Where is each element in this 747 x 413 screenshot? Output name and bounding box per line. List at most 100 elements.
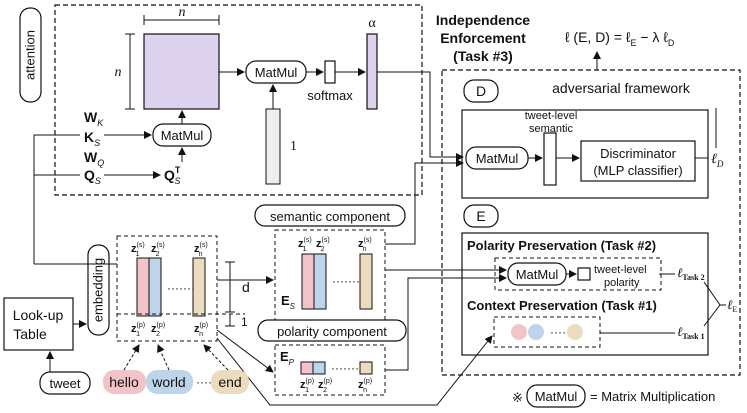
attention-label: attention: [22, 30, 37, 80]
semantic-zn: z(s)n: [358, 237, 372, 253]
tweet-label: tweet: [49, 376, 80, 391]
polarity-to-polarity-line: [385, 274, 507, 371]
l-task1: ℓTask 1: [677, 324, 705, 341]
lookup-table: [3, 297, 74, 351]
indep-line1: Independence: [436, 12, 530, 28]
l-task2: ℓTask 2: [677, 265, 705, 282]
polarity-vectors: [300, 361, 373, 375]
embedding-vectors: [136, 257, 206, 317]
tweet-pill: [39, 371, 91, 395]
wq-label: WQ: [84, 149, 104, 168]
indep-line3: (Task #3): [453, 48, 513, 64]
context-inner-box: [493, 316, 601, 348]
lookup-line1: Look-up: [13, 307, 64, 323]
word-world: [146, 370, 193, 394]
ep-label: EP: [280, 349, 295, 367]
context-dots: ·····: [550, 325, 570, 339]
tp-line1: tweet-level: [594, 264, 647, 276]
semantic-to-adv-line: [385, 159, 464, 245]
context-circle-blue: [528, 324, 544, 340]
polarity-component-label-box: [257, 319, 407, 342]
dim-n-top: n: [179, 5, 186, 20]
tweet-semantic-vector: [543, 132, 557, 186]
le-join: [703, 281, 721, 327]
dim-one: 1: [241, 315, 248, 329]
embedding-label-box: [87, 244, 110, 336]
tweet-sem-1: tweet-level: [525, 110, 578, 122]
legend-symbol: ※: [512, 390, 523, 405]
adv-matmul-label: MatMul: [476, 151, 519, 166]
alpha-label: α: [368, 16, 376, 31]
polarity-matmul-label: MatMul: [516, 267, 559, 282]
qs-label: QS: [84, 167, 101, 186]
es-label: ES: [281, 293, 296, 311]
e-badge: [463, 204, 499, 228]
attention-box: [54, 4, 423, 196]
dim-n-left: n: [115, 65, 122, 80]
e-badge-label: E: [476, 208, 485, 224]
embedding-dots: ·······: [167, 281, 195, 295]
semantic-component-label-box: [254, 204, 406, 227]
emb-z2-s: z(s)2: [151, 242, 165, 258]
embedding-box: [116, 235, 218, 342]
polarity-dots: ·······: [331, 361, 359, 375]
indep-line2: Enforcement: [440, 30, 526, 46]
tweet-sem-2: semantic: [529, 123, 574, 135]
ks-label: KS: [84, 129, 100, 148]
alpha-to-adv-line: [377, 71, 464, 161]
tp-line2: polarity: [604, 277, 640, 289]
adversarial-label: adversarial framework: [552, 80, 691, 96]
d-badge-label: D: [476, 83, 486, 99]
matmul-mid-label: MatMul: [161, 128, 204, 143]
emb-zn-s: z(s)n: [194, 242, 208, 258]
disc-line2: (MLP classifier): [593, 163, 682, 178]
polarity-z1: z(p)1: [300, 378, 314, 394]
word-end: [211, 370, 249, 394]
d-panel: [461, 109, 709, 199]
word-hello-label: hello: [109, 374, 139, 390]
legend-matmul-box: [526, 384, 586, 408]
le-label: ℓE: [727, 297, 737, 314]
emb-z1-s: z(s)1: [131, 242, 145, 258]
adversarial-box: [441, 69, 741, 376]
emb-zn-p: z(p)n: [194, 322, 208, 338]
polarity-title: Polarity Preservation (Task #2): [467, 238, 656, 253]
emb-to-ks-line: [33, 134, 80, 264]
emb-to-polarity: [216, 329, 274, 373]
dim-d: d: [242, 279, 250, 295]
context-title: Context Preservation (Task #1): [467, 298, 657, 313]
polarity-square: [577, 267, 591, 281]
matmul-top-label: MatMul: [255, 65, 298, 80]
word-end-label: end: [218, 374, 241, 390]
polarity-zn: z(p)n: [358, 378, 372, 394]
polarity-component-label: polarity component: [277, 324, 387, 339]
context-circle-tan: [567, 324, 583, 340]
discriminator-box: [580, 140, 696, 182]
attention-matrix: [143, 33, 220, 110]
e-panel: [461, 232, 709, 356]
context-circle-pink: [511, 324, 527, 340]
word-world-label: world: [151, 374, 185, 390]
polarity-z2: z(p)2: [318, 378, 332, 394]
d-badge: [463, 79, 499, 103]
attention-label-box: [19, 7, 42, 103]
semantic-z2: z(s)2: [316, 237, 330, 253]
word-hello: [103, 370, 146, 394]
ones-label: 1: [290, 139, 297, 154]
wk-label: WK: [84, 109, 104, 128]
loss-formula: ℓ (E, D) = ℓE − λ ℓD: [565, 29, 675, 48]
alpha-vector: [366, 33, 378, 110]
softmax-label: softmax: [307, 88, 353, 103]
ones-vector: [265, 108, 281, 185]
softmax-block: [324, 60, 336, 84]
semantic-dots: ·······: [332, 274, 360, 288]
lookup-line2: Table: [13, 326, 47, 342]
disc-line1: Discriminator: [600, 146, 677, 161]
semantic-component-label: semantic component: [270, 209, 390, 224]
semantic-vectors: [301, 253, 373, 310]
semantic-z1: z(s)1: [298, 237, 312, 253]
embedding-label: embedding: [90, 258, 105, 322]
emb-z1-p: z(p)1: [131, 322, 145, 338]
